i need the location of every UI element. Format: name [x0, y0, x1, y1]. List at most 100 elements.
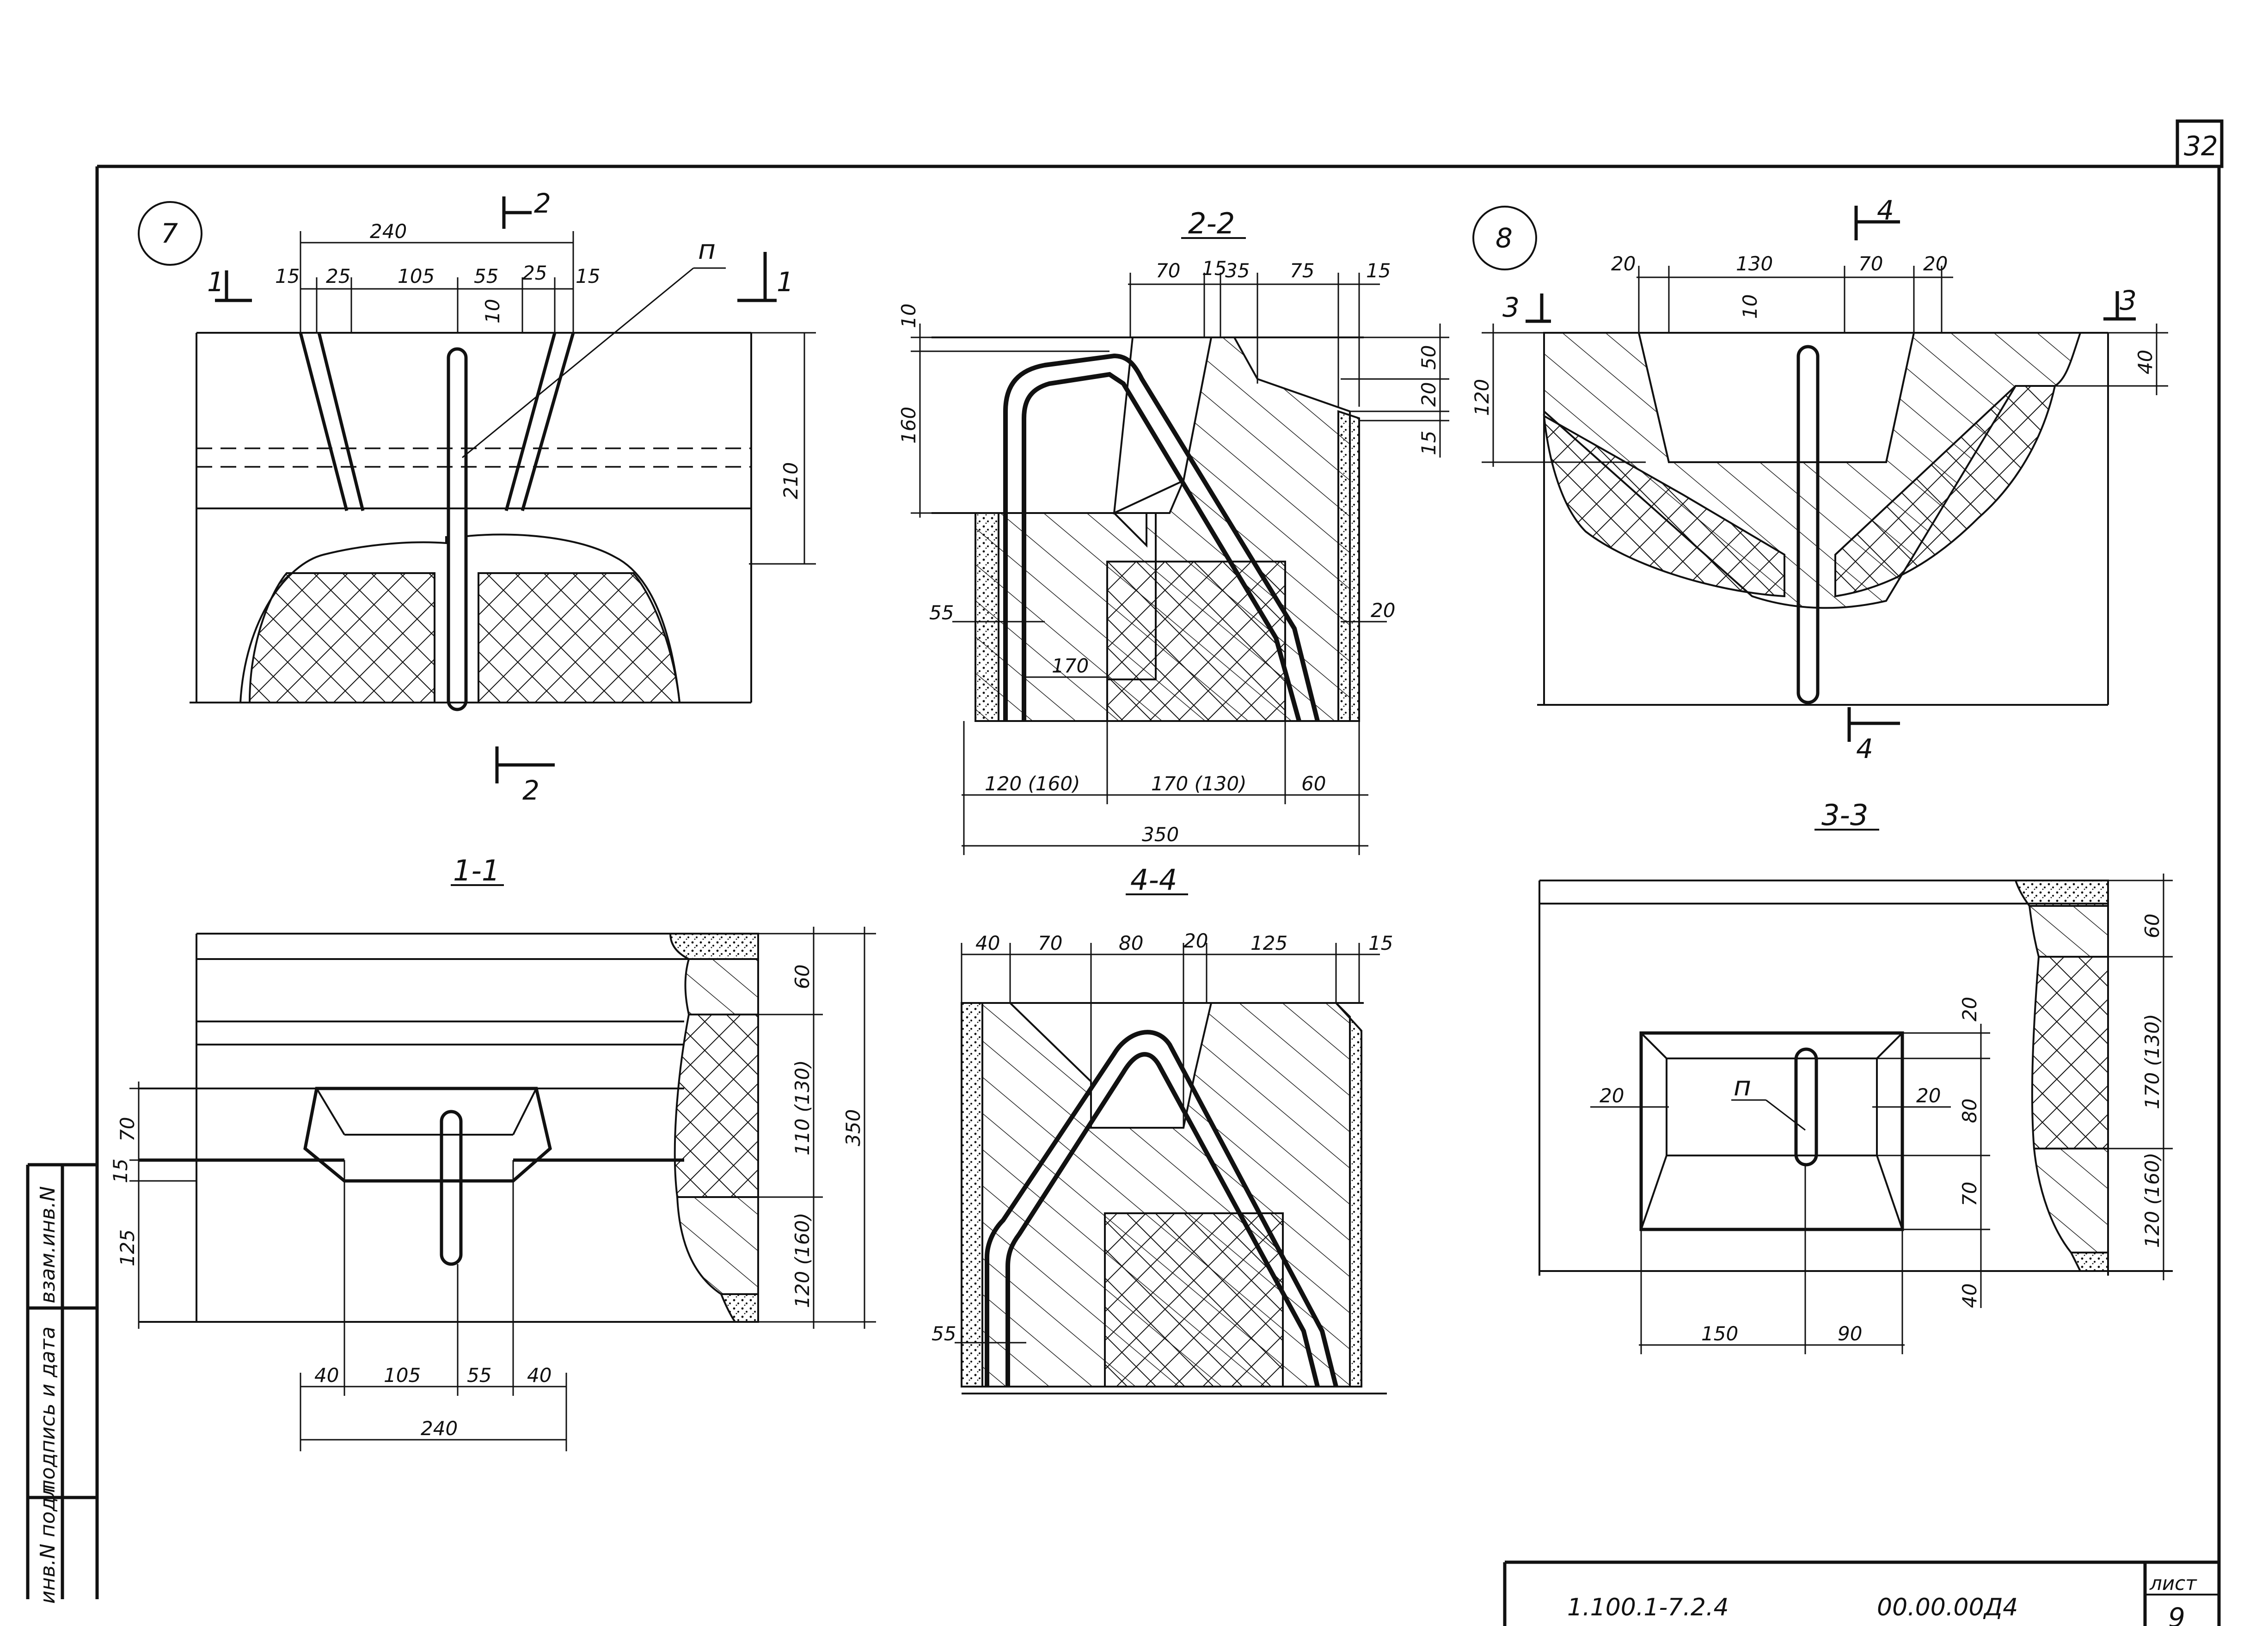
svg-text:120 (160): 120 (160): [791, 1213, 814, 1308]
section-1-1-title: 1-1: [453, 854, 500, 887]
svg-text:25: 25: [522, 262, 547, 284]
section-2-2-core: [1106, 561, 1286, 722]
section-2-2-dims-bottom: 120 (160) 170 (130) 60 350: [962, 721, 1368, 855]
node-7-dim-10: 10: [481, 299, 504, 324]
node-8-dim-right: 40: [2055, 324, 2168, 395]
section-2-2-title: 2-2: [1188, 207, 1235, 240]
section-3-3-dims-mid: 20 80 70 40: [1877, 997, 1990, 1308]
svg-text:120 (160): 120 (160): [985, 772, 1080, 795]
svg-text:75: 75: [1290, 259, 1314, 282]
svg-text:3: 3: [1502, 292, 1520, 323]
section-4-4-dim-left: 55: [932, 1322, 956, 1345]
svg-text:40: 40: [314, 1364, 339, 1387]
node-7-dim-side: 210: [749, 332, 816, 565]
svg-text:20: 20: [1958, 997, 1981, 1021]
svg-text:25: 25: [326, 265, 350, 287]
section-4-4-title: 4-4: [1130, 863, 1177, 897]
section-3-3-title: 3-3: [1821, 798, 1868, 832]
cut-mark-2-bottom: 2: [495, 746, 555, 806]
svg-text:150: 150: [1701, 1322, 1738, 1345]
node-7: 7 1 1 2 2: [138, 188, 816, 806]
node-7-number: 7: [161, 218, 178, 249]
drawing-code: 00.00.00Д4: [1877, 1594, 2018, 1621]
doc-code: 1.100.1-7.2.4: [1567, 1594, 1729, 1621]
svg-text:60: 60: [1301, 772, 1326, 795]
svg-text:55: 55: [474, 265, 498, 287]
cut-mark-4-bottom: 4: [1847, 707, 1900, 764]
svg-text:4: 4: [1877, 195, 1894, 226]
svg-text:4: 4: [1856, 733, 1873, 764]
svg-text:15: 15: [275, 265, 300, 287]
section-2-2-dims-right: 50 20 15 20: [1341, 324, 1449, 623]
svg-text:40: 40: [1958, 1284, 1981, 1308]
section-4-4: 4-4 40 70 80 20 125 15: [932, 863, 1393, 1394]
svg-text:120: 120: [1471, 379, 1493, 416]
section-2-2-dims-top: 70 15 35 75 15: [1128, 257, 1391, 407]
side-stamp-col1: инв.N подл: [36, 1485, 60, 1604]
svg-text:10: 10: [897, 304, 920, 328]
node-8-dims-top: 20 130 70 20: [1611, 252, 1953, 462]
page-number-box: 32: [2176, 119, 2224, 168]
svg-text:50: 50: [1417, 345, 1440, 370]
node-8-rod: [1796, 345, 1820, 704]
svg-text:210: 210: [779, 462, 802, 499]
svg-text:15: 15: [1417, 431, 1440, 455]
svg-text:240: 240: [370, 220, 407, 243]
svg-text:350: 350: [842, 1109, 864, 1146]
svg-text:55: 55: [467, 1364, 491, 1387]
svg-text:2: 2: [522, 775, 539, 806]
node-8-number: 8: [1496, 222, 1513, 254]
svg-text:15: 15: [1368, 932, 1393, 954]
section-3-3-item-label: п: [1734, 1070, 1751, 1102]
svg-text:70: 70: [1038, 932, 1062, 954]
svg-text:120 (160): 120 (160): [2141, 1153, 2164, 1248]
svg-text:170 (130): 170 (130): [2141, 1014, 2164, 1109]
svg-text:1: 1: [777, 266, 794, 298]
svg-text:105: 105: [398, 265, 435, 287]
node-7-marker: [138, 201, 202, 266]
svg-text:350: 350: [1142, 823, 1179, 846]
svg-text:40: 40: [527, 1364, 552, 1387]
side-stamp: взам.инв.N подпись и дата инв.N подл: [26, 1163, 97, 1604]
svg-text:20: 20: [1417, 382, 1440, 407]
svg-text:90: 90: [1838, 1322, 1862, 1345]
sheet-number: 9: [2168, 1602, 2185, 1626]
node-7-item-label: п: [698, 234, 716, 265]
node-8-dim-10: 10: [1739, 294, 1761, 319]
svg-text:15: 15: [109, 1159, 132, 1183]
sheet-frame: [95, 165, 2221, 1626]
svg-text:70: 70: [116, 1117, 139, 1142]
insulation-block-left: [248, 572, 435, 703]
svg-text:125: 125: [116, 1229, 139, 1266]
node-7-dims-top: 240 15 25 105 55 25 15: [275, 220, 600, 333]
section-1-1-dims-right: 60 110 (130) 120 (160) 350: [758, 927, 876, 1329]
section-1-1-dims-left: 70 15 125: [109, 1082, 196, 1329]
section-2-2-dims-left: 10 160 55: [897, 304, 1109, 624]
section-1-1-rod: [440, 1110, 463, 1266]
section-3-3-dims-bottom: 150 90: [1639, 1165, 1905, 1354]
section-3-3-socket: [1639, 1031, 1904, 1231]
svg-text:55: 55: [929, 601, 954, 624]
svg-text:20: 20: [1183, 929, 1208, 952]
svg-text:80: 80: [1958, 1099, 1981, 1123]
svg-text:15: 15: [576, 265, 600, 287]
svg-text:60: 60: [791, 965, 814, 989]
svg-text:80: 80: [1119, 932, 1143, 954]
svg-text:105: 105: [384, 1364, 421, 1387]
svg-text:3: 3: [2120, 285, 2137, 316]
svg-text:130: 130: [1736, 252, 1773, 275]
side-stamp-col3: взам.инв.N: [36, 1186, 60, 1303]
svg-text:35: 35: [1225, 259, 1250, 282]
svg-text:15: 15: [1366, 259, 1391, 282]
section-3-3-dims-right: 60 170 (130) 120 (160): [2108, 874, 2173, 1280]
sheet-label: лист: [2149, 1572, 2197, 1595]
node-8-marker: [1472, 206, 1537, 270]
cut-mark-1-right: 1: [737, 252, 794, 302]
svg-text:170 (130): 170 (130): [1151, 772, 1246, 795]
section-4-4-dims-top: 40 70 80 20 125 15: [961, 929, 1393, 1128]
svg-text:40: 40: [2134, 350, 2157, 374]
insulation-block-right: [478, 572, 681, 703]
section-3-3-rod: [1794, 1047, 1818, 1167]
node-8: 8 4 4 3 3 20 1: [1471, 195, 2168, 764]
